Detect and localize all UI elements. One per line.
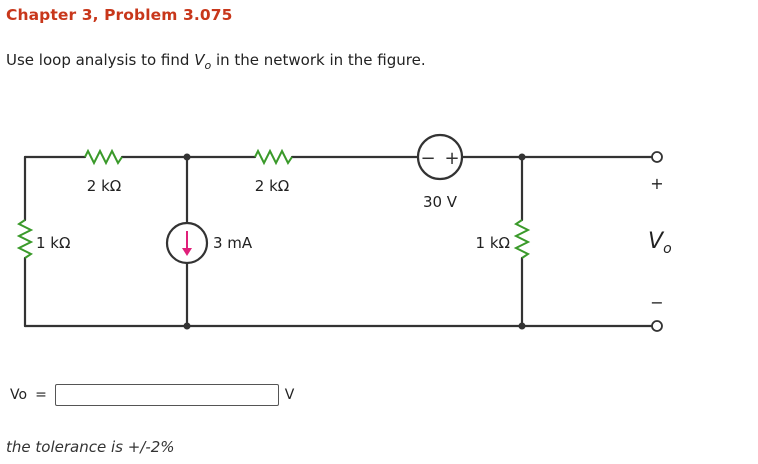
resistor-top-mid [254, 148, 293, 166]
circuit-diagram: − + 2 kΩ 2 kΩ 30 V 1 kΩ 3 mA 1 kΩ + − Vo [16, 133, 672, 332]
label-r-left: 1 kΩ [36, 234, 70, 252]
vs-minus: − [420, 148, 435, 169]
label-r-top-left: 2 kΩ [87, 177, 121, 195]
answer-equals: = [35, 387, 47, 403]
label-r-top-mid: 2 kΩ [255, 177, 289, 195]
tolerance-note: the tolerance is +/-2% [6, 438, 175, 456]
label-voltage-source: 30 V [423, 193, 458, 211]
junction-dot [518, 153, 526, 161]
vo-plus: + [650, 174, 663, 193]
junction-dot [183, 153, 191, 161]
problem-statement: Use loop analysis to find Vo in the netw… [6, 51, 426, 72]
statement-suffix: in the network in the figure. [215, 51, 426, 69]
label-r-right: 1 kΩ [476, 234, 510, 252]
junction-dot [518, 322, 526, 330]
vs-plus: + [444, 148, 459, 169]
answer-label: Vo [10, 387, 28, 403]
answer-input[interactable] [54, 384, 279, 406]
junction-dot [183, 322, 191, 330]
voltage-source: − + [416, 133, 464, 181]
resistor-top-left [84, 148, 123, 166]
statement-prefix: Use loop analysis to find [6, 51, 190, 69]
current-source [165, 221, 209, 265]
statement-variable: Vo [194, 51, 212, 72]
answer-row: Vo = V [10, 384, 294, 406]
terminal-bottom [651, 320, 663, 332]
resistor-left [16, 219, 34, 259]
resistor-right [513, 219, 531, 259]
answer-unit: V [284, 387, 295, 403]
vo-minus: − [650, 293, 663, 312]
terminal-top [651, 151, 663, 163]
label-current-source: 3 mA [213, 234, 253, 252]
current-arrow-icon [182, 248, 192, 256]
problem-title: Chapter 3, Problem 3.075 [6, 6, 233, 24]
vo-label: Vo [648, 229, 672, 257]
